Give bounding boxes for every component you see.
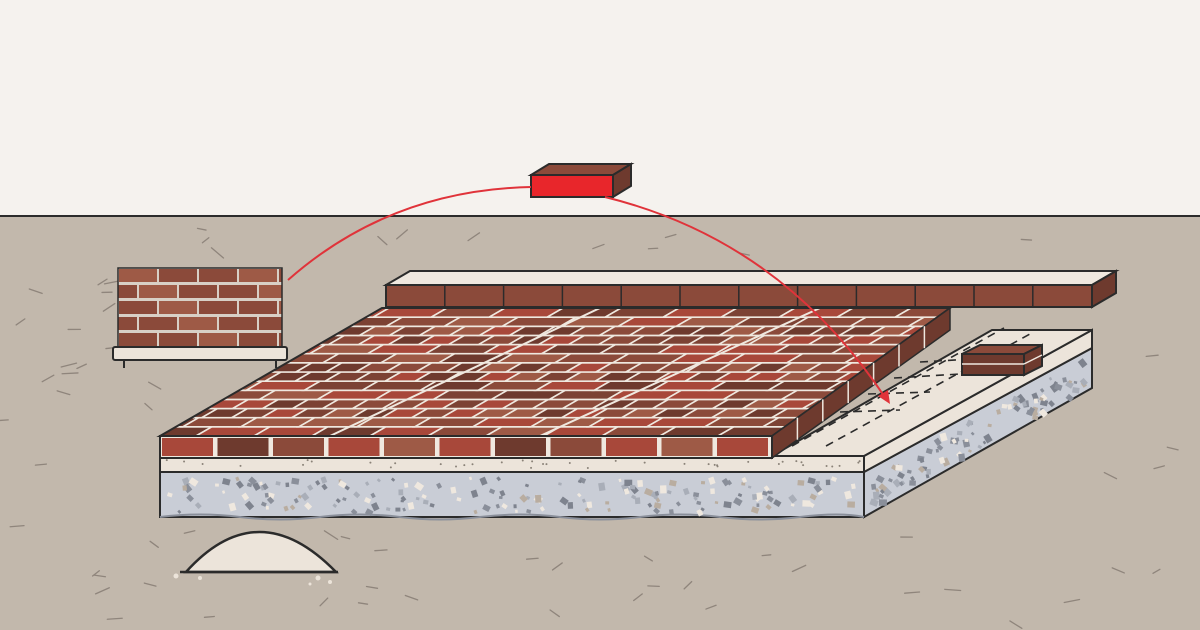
highlighted-brick — [527, 162, 635, 199]
grass-strokes — [0, 227, 1179, 630]
brick-pallet-icon — [112, 267, 288, 368]
placement-arrow-icon — [287, 186, 890, 404]
patio-base-layers — [159, 455, 865, 521]
back-border-bricks — [382, 269, 1120, 309]
patio-brick-surface — [156, 306, 954, 460]
sand-pile-icon — [173, 530, 339, 586]
loose-brick-icon — [961, 343, 1043, 377]
